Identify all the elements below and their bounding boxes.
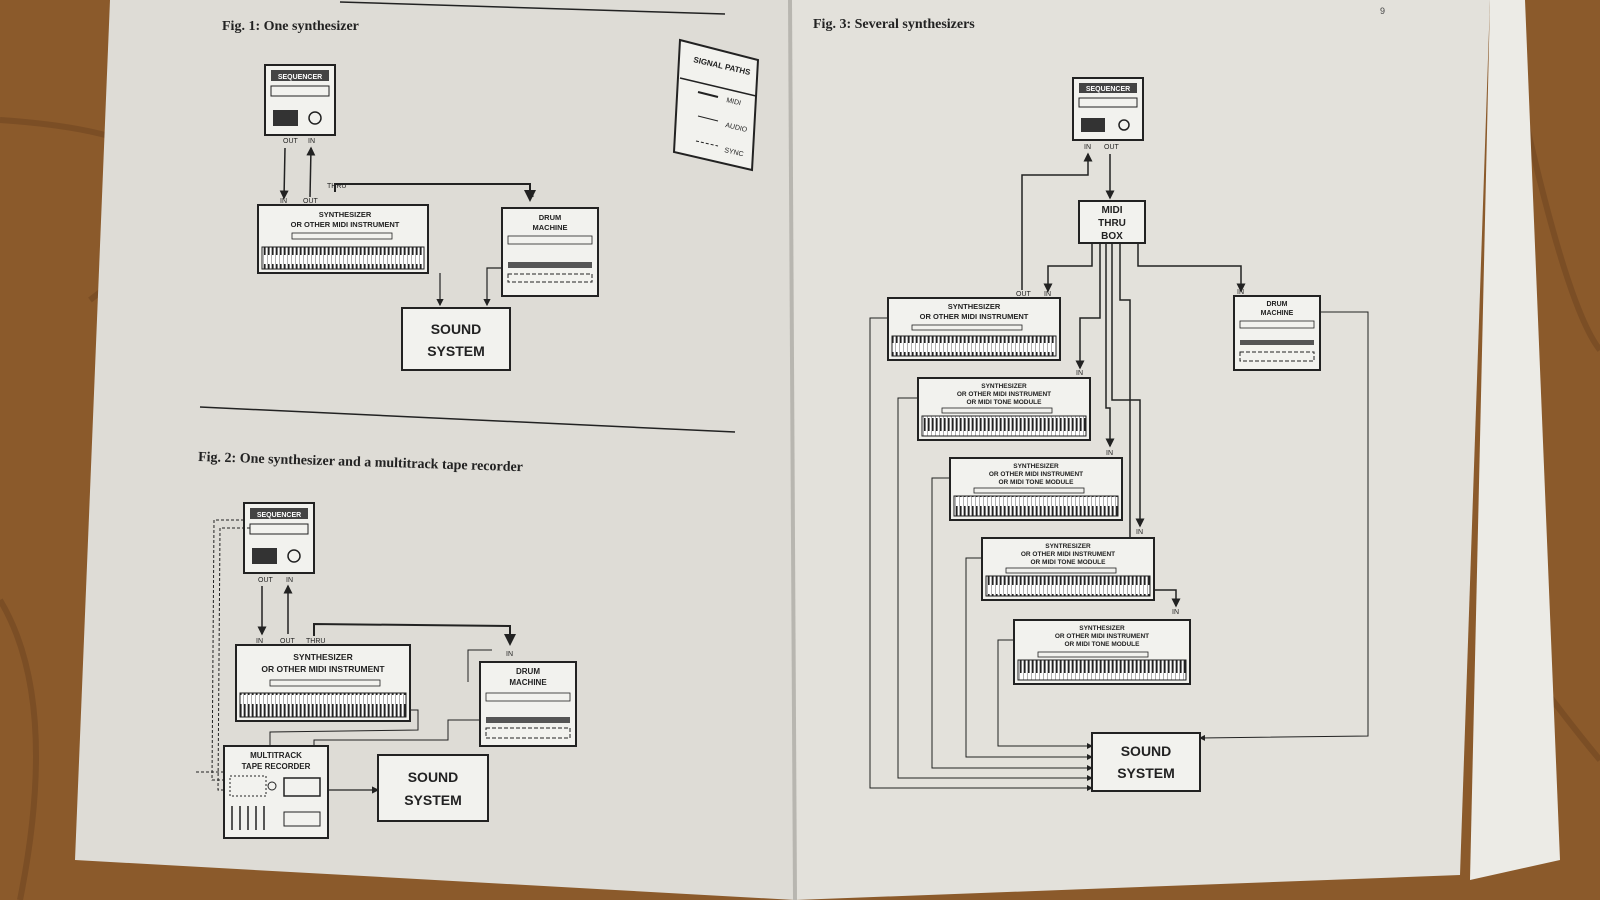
fig2-syn-out: OUT — [280, 638, 296, 645]
fig2-sound-system: SOUND SYSTEM — [377, 754, 489, 822]
fig3-thru-line2: THRU — [1098, 218, 1126, 229]
fig1-sound-line2: SYSTEM — [427, 343, 485, 359]
fig1-drum-line2: MACHINE — [533, 223, 568, 232]
fig3-synth2-line3: OR MIDI TONE MODULE — [967, 399, 1043, 406]
fig3-sequencer-label: SEQUENCER — [1086, 86, 1130, 93]
fig1-title: Fig. 1: One synthesizer — [222, 19, 359, 34]
fig2-tape-line1: MULTITRACK — [250, 751, 302, 760]
fig2-sequencer: SEQUENCER — [243, 502, 315, 574]
fig2-sound-line2: SYSTEM — [404, 792, 462, 808]
fig3-synth-4: SYNTRESIZER OR OTHER MIDI INSTRUMENT OR … — [981, 537, 1155, 601]
fig3-synth5-line2: OR OTHER MIDI INSTRUMENT — [1055, 633, 1149, 640]
fig2-seq-in: IN — [286, 577, 293, 584]
fig1-seq-out: OUT — [283, 138, 299, 145]
fig1-seq-in: IN — [308, 138, 315, 145]
fig3-synth3-line2: OR OTHER MIDI INSTRUMENT — [989, 471, 1083, 478]
fig1-drum-line1: DRUM — [539, 213, 562, 222]
fig3-drum-line1: DRUM — [1267, 301, 1288, 308]
fig2-drum-line1: DRUM — [516, 667, 540, 676]
fig2-tape-line2: TAPE RECORDER — [242, 762, 311, 771]
fig3-synth4-line2: OR OTHER MIDI INSTRUMENT — [1021, 551, 1115, 558]
legend-audio: AUDIO — [725, 122, 749, 134]
fig3-synth3-line3: OR MIDI TONE MODULE — [999, 479, 1075, 486]
fig3-synth-5: SYNTHESIZER OR OTHER MIDI INSTRUMENT OR … — [1013, 619, 1191, 685]
fig2-sound-line1: SOUND — [408, 769, 459, 785]
fig3-drum-line2: MACHINE — [1261, 310, 1294, 317]
fig3-synth-1: SYNTHESIZER OR OTHER MIDI INSTRUMENT — [887, 297, 1061, 361]
fig3-synth2-line1: SYNTHESIZER — [981, 383, 1027, 390]
fig3-sound-line2: SYSTEM — [1117, 765, 1175, 781]
fig2-tape-recorder: MULTITRACK TAPE RECORDER — [223, 745, 329, 839]
fig1-drum-in: IN — [527, 192, 534, 199]
fig3-seq-in: IN — [1084, 144, 1091, 151]
fig1-synthesizer: SYNTHESIZER OR OTHER MIDI INSTRUMENT — [257, 204, 429, 274]
fig3-sequencer: SEQUENCER — [1072, 77, 1144, 141]
fig3-sound-line1: SOUND — [1121, 743, 1172, 759]
fig2-synth-line2: OR OTHER MIDI INSTRUMENT — [261, 664, 385, 674]
fig3-title: Fig. 3: Several synthesizers — [813, 17, 975, 32]
fig1-syn-in: IN — [280, 198, 287, 205]
fig1-syn-out: OUT — [303, 198, 319, 205]
figure-3: Fig. 3: Several synthesizers SEQUENCER I… — [813, 17, 1369, 792]
fig1-sound-system: SOUND SYSTEM — [401, 307, 511, 371]
fig3-seq-out: OUT — [1104, 144, 1120, 151]
fig2-drum-line2: MACHINE — [509, 678, 547, 687]
fig3-synth4-line1: SYNTRESIZER — [1045, 543, 1091, 550]
fig3-thru-line1: MIDI — [1101, 205, 1122, 216]
fig3-syn2-in: IN — [1076, 370, 1083, 377]
fig1-synth-line2: OR OTHER MIDI INSTRUMENT — [291, 220, 400, 229]
fig3-synth5-line3: OR MIDI TONE MODULE — [1065, 641, 1141, 648]
signal-paths-legend: SIGNAL PATHS MIDI AUDIO SYNC — [672, 38, 760, 172]
fig3-drum-in: IN — [1237, 289, 1244, 296]
fig3-syn4-in: IN — [1136, 529, 1143, 536]
legend-midi: MIDI — [726, 97, 742, 107]
fig2-drum-in: IN — [506, 651, 513, 658]
fig3-syn1-out: OUT — [1016, 291, 1032, 298]
fig1-drum-machine: DRUM MACHINE — [501, 207, 599, 297]
fig3-synth5-line1: SYNTHESIZER — [1079, 625, 1125, 632]
fig3-synth4-line3: OR MIDI TONE MODULE — [1031, 559, 1107, 566]
fig3-thru-line3: BOX — [1101, 231, 1123, 242]
fig3-drum-machine: DRUM MACHINE — [1233, 295, 1321, 371]
fig3-sound-system: SOUND SYSTEM — [1091, 732, 1201, 792]
fig3-midi-thru-box: MIDI THRU BOX — [1078, 200, 1146, 244]
fig2-synth-line1: SYNTHESIZER — [293, 652, 353, 662]
legend-sync: SYNC — [724, 147, 745, 158]
fig2-syn-in: IN — [256, 638, 263, 645]
fig2-drum-machine: DRUM MACHINE — [479, 661, 577, 747]
fig-divider — [199, 406, 736, 433]
fig3-syn5-in: IN — [1172, 609, 1179, 616]
fig3-synth1-line1: SYNTHESIZER — [948, 302, 1001, 311]
fig1-syn-thru: THRU — [327, 183, 346, 190]
fig1-sound-line1: SOUND — [431, 321, 482, 337]
fig3-synth3-line1: SYNTHESIZER — [1013, 463, 1059, 470]
fig2-synthesizer: SYNTHESIZER OR OTHER MIDI INSTRUMENT — [235, 644, 411, 722]
figure-2: Fig. 2: One synthesizer and a multitrack… — [194, 450, 577, 839]
page-edge — [1470, 0, 1560, 880]
fig3-synth-2: SYNTHESIZER OR OTHER MIDI INSTRUMENT OR … — [917, 377, 1091, 441]
fig2-syn-thru: THRU — [306, 638, 325, 645]
fig1-sequencer-label: SEQUENCER — [278, 74, 322, 81]
fig1-synth-line1: SYNTHESIZER — [319, 210, 372, 219]
fig3-synth2-line2: OR OTHER MIDI INSTRUMENT — [957, 391, 1051, 398]
fig2-seq-out: OUT — [258, 577, 274, 584]
fig3-syn1-in: IN — [1044, 291, 1051, 298]
fig2-sequencer-label: SEQUENCER — [257, 512, 301, 519]
fig1-sequencer: SEQUENCER — [264, 64, 336, 136]
fig3-synth1-line2: OR OTHER MIDI INSTRUMENT — [920, 312, 1029, 321]
page-number: 9 — [1380, 6, 1385, 16]
fig3-synth-3: SYNTHESIZER OR OTHER MIDI INSTRUMENT OR … — [949, 457, 1123, 521]
fig3-syn3-in: IN — [1106, 450, 1113, 457]
figure-1: Fig. 1: One synthesizer SEQUENCER OUT IN… — [222, 19, 599, 371]
